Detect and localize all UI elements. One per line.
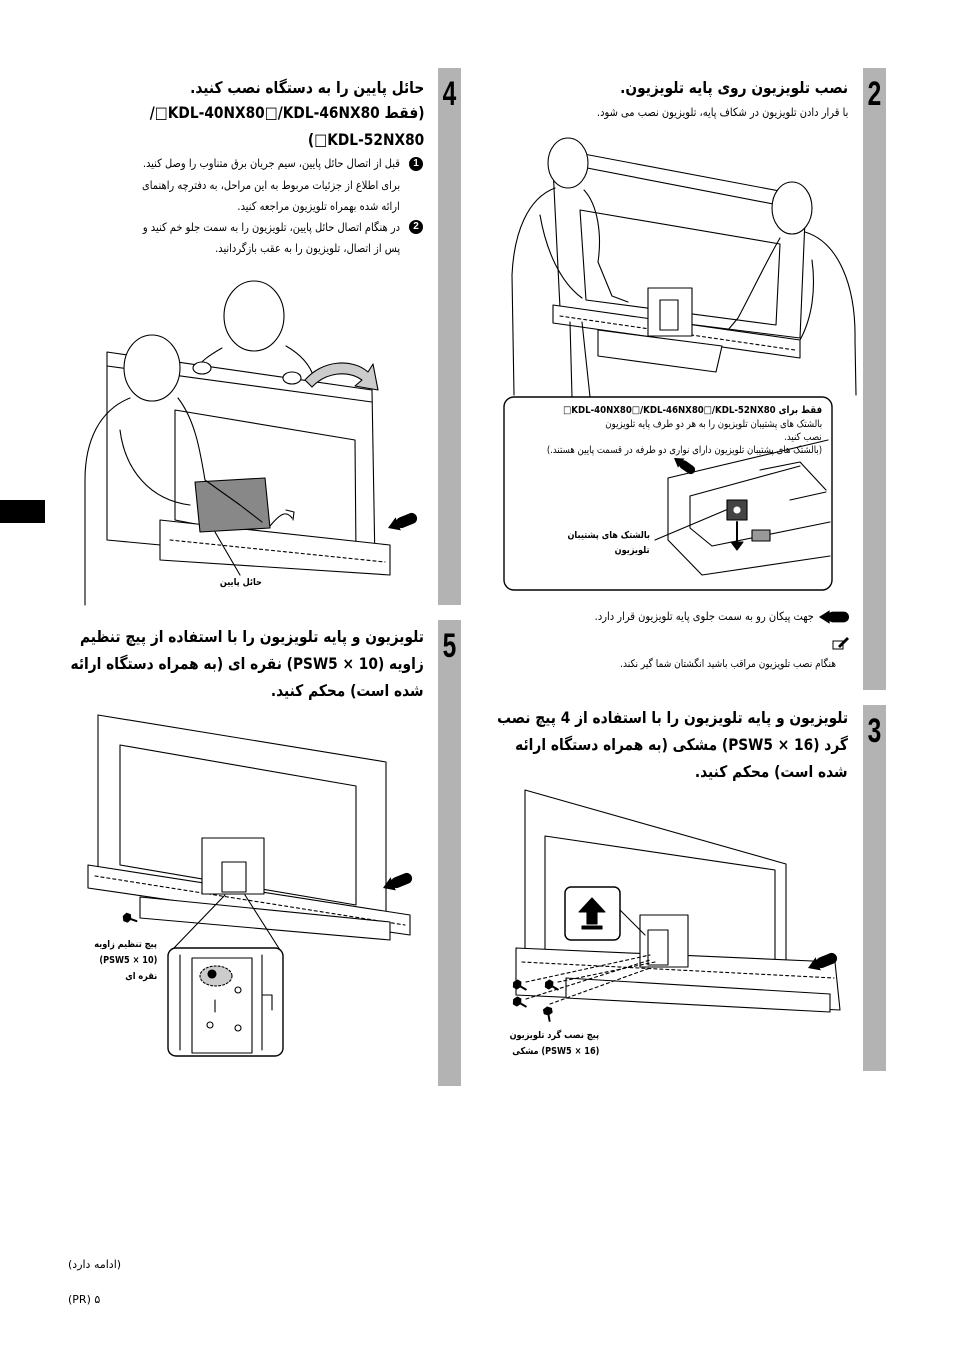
step2-box-title: فقط برای KDL-40NX80□/KDL-46NX80□/KDL-52N… [563,405,822,416]
tv-screen-frame [580,210,780,325]
step2-number: 2 [867,75,882,113]
step5-bar: 5 [438,620,461,1086]
step2-text: با قرار دادن تلویزیون در شکاف پایه، تلوی… [596,105,848,119]
step2-illustration [512,138,856,397]
step3-heading-line: گرد (PSW5 × 16) مشکی (به همراه دستگاه ار… [515,735,848,754]
step5-illustration [88,715,415,1056]
step2-detail-box [504,397,832,590]
tv-stand-base [598,330,722,372]
step5-number: 5 [442,627,457,665]
step2-note: هنگام نصب تلویزیون مراقب باشید انگشتان ش… [620,658,836,670]
tv-stand-base [140,897,390,940]
side-tab [0,500,45,523]
step3-illustration [510,790,840,1023]
bottom-cover [195,478,270,532]
mounting-screws [510,955,655,1023]
step4-item-line: قبل از اتصال حائل پایین، سیم جریان برق م… [142,156,400,170]
step4-heading-line: حائل پایین را به دستگاه نصب کنید. [189,78,424,97]
step2-bar: 2 [863,68,886,690]
person-left [512,138,628,395]
step4-heading-line: (فقط KDL-40NX80□/KDL-46NX80□/ [149,103,424,122]
step4-item-line: ارائه شده بهمراه تلویزیون مراجعه کنید. [237,199,400,213]
step2-box-line: نصب کنید. [784,432,822,443]
step4-item-marker: 1 [409,157,423,171]
note-pencil-icon [832,637,849,650]
cushion-label: تلویزیون [615,545,650,556]
angle-screw-label: پیچ تنظیم زاویه [94,939,157,950]
continued-note: (ادامه دارد) [68,1258,122,1271]
step3-bar: 3 [863,705,886,1071]
angle-screw-label: نقره ای [125,971,157,982]
step3-heading-line: شده است) محکم کنید. [695,762,848,781]
step2-box-line: (بالشتک های پشتیبان تلویزیون دارای نواری… [546,445,822,456]
angle-screw-label: (PSW5 × 10) [99,955,157,966]
page-number: (PR) ۵ [68,1293,101,1306]
step4-item-line: پس از اتصال، تلویزیون را به عقب بازگردان… [215,241,400,255]
step5-heading-line: تلویزیون و پایه تلویزیون را با استفاده ا… [80,627,424,646]
tv-stand [160,520,390,575]
screw-label: پیچ نصب گرد تلویزیون [509,1030,599,1041]
up-arrow-icon [270,510,294,526]
step5-heading-line: شده است) محکم کنید. [271,681,424,700]
step4-item-line: در هنگام اتصال حائل پایین، تلویزیون را ب… [142,220,400,234]
step4-item-line: برای اطلاع از جزئیات مربوط به این مراحل،… [141,178,400,192]
direction-arrow-icon [818,610,850,624]
step4-number: 4 [442,75,457,113]
tv-stand-base [566,978,830,1012]
person-right [193,281,314,384]
support-cushion-back [752,530,770,541]
step3-number: 3 [867,712,882,750]
bottom-cover-label: حائل پایین [219,577,262,588]
step5-zoom-box [168,948,283,1056]
direction-note: جهت پیکان رو به سمت جلوی پایه تلویزیون ق… [594,609,814,623]
step4-illustration [85,281,420,605]
up-arrow-icon [579,898,605,924]
person-right [728,182,856,395]
step4-heading-line: KDL-52NX80□) [307,130,424,149]
person-left [85,335,262,605]
tv-screen-frame [120,745,356,905]
screw-label: (PSW5 × 16) مشکی [511,1046,599,1057]
step5-heading-line: زاویه (PSW5 × 10) نقره ای (به همراه دستگ… [70,654,424,673]
cushion-label: بالشتک های پشتیبان [567,530,650,541]
step3-heading-line: تلویزیون و پایه تلویزیون را با استفاده ا… [497,708,848,727]
step4-bar: 4 [438,68,461,605]
direction-arrow-icon [384,509,420,536]
step2-heading: نصب تلویزیون روی پایه تلویزیون. [620,78,848,97]
step4-item-marker: 2 [409,220,423,234]
step2-box-line: بالشتک های پشتیبان تلویزیون را به هر دو … [605,419,822,430]
tilt-arrow-icon [305,363,378,390]
angle-screw [120,911,139,926]
